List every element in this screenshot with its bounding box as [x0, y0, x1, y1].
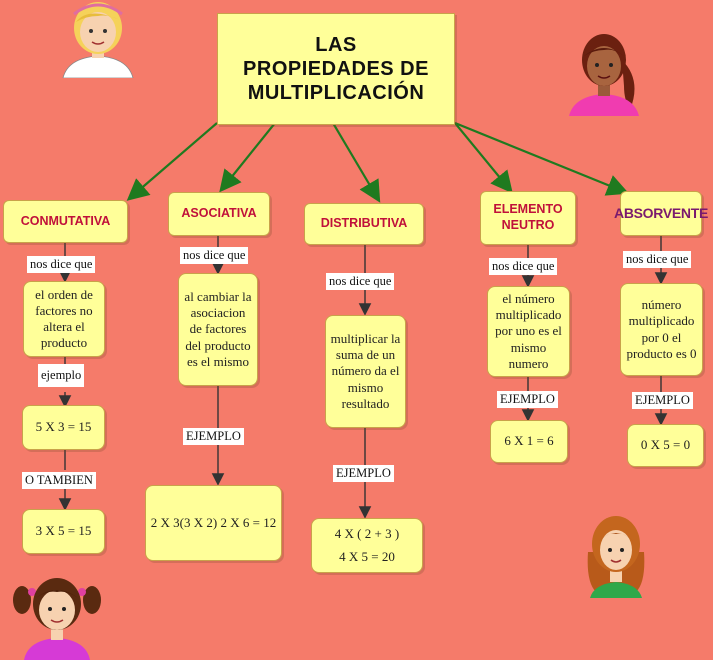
example-absorvente: 0 X 5 = 0 — [627, 424, 704, 467]
desc-distributiva: multiplicar la suma de un número da el m… — [325, 315, 406, 428]
link-distributiva-dice: nos dice que — [326, 273, 395, 290]
link-absorvente-ejemplo: EJEMPLO — [632, 392, 693, 409]
girl-pigtails-icon — [13, 578, 101, 660]
diagram-title: LAS PROPIEDADES DE MULTIPLICACIÓN — [217, 13, 455, 125]
example-asociativa: 2 X 3(3 X 2) 2 X 6 = 12 — [145, 485, 282, 561]
girl-dark-icon — [569, 34, 639, 116]
link-distributiva-ejemplo: EJEMPLO — [333, 465, 394, 482]
category-conmutativa: CONMUTATIVA — [3, 200, 128, 243]
example-distributiva: 4 X ( 2 + 3 ) 4 X 5 = 20 — [311, 518, 423, 573]
category-distributiva: DISTRIBUTIVA — [304, 203, 424, 245]
title-line-3: MULTIPLICACIÓN — [247, 82, 425, 104]
desc-absorvente: número multiplicado por 0 el producto es… — [620, 283, 703, 376]
example-elemento-neutro: 6 X 1 = 6 — [490, 420, 568, 463]
desc-asociativa: al cambiar la asociacion de factores del… — [178, 273, 258, 386]
example-distributiva-line2: 4 X 5 = 20 — [339, 548, 395, 564]
desc-conmutativa: el orden de factores no altera el produc… — [23, 281, 105, 357]
girl-redhead-icon — [587, 516, 645, 598]
link-absorvente-dice: nos dice que — [623, 251, 692, 268]
example-conmutativa-1: 5 X 3 = 15 — [22, 405, 105, 450]
link-neutro-ejemplo: EJEMPLO — [497, 391, 558, 408]
link-neutro-dice: nos dice que — [489, 258, 558, 275]
girl-blonde-icon — [62, 2, 134, 78]
category-absorvente: ABSORVENTE — [614, 191, 708, 236]
link-conmutativa-ejemplo: ejemplo — [38, 364, 85, 387]
title-line-1: LAS — [315, 34, 357, 56]
category-asociativa: ASOCIATIVA — [168, 192, 270, 236]
link-conmutativa-otambien: O TAMBIEN — [22, 472, 96, 489]
category-elemento-neutro: ELEMENTO NEUTRO — [480, 191, 576, 245]
link-asociativa-dice: nos dice que — [180, 247, 249, 264]
example-conmutativa-2: 3 X 5 = 15 — [22, 509, 105, 554]
link-asociativa-ejemplo: EJEMPLO — [183, 428, 244, 445]
link-conmutativa-dice: nos dice que — [27, 256, 96, 273]
title-line-2: PROPIEDADES DE — [243, 58, 429, 80]
example-distributiva-line1: 4 X ( 2 + 3 ) — [334, 526, 400, 542]
desc-elemento-neutro: el número multiplicado por uno es el mis… — [487, 286, 570, 377]
